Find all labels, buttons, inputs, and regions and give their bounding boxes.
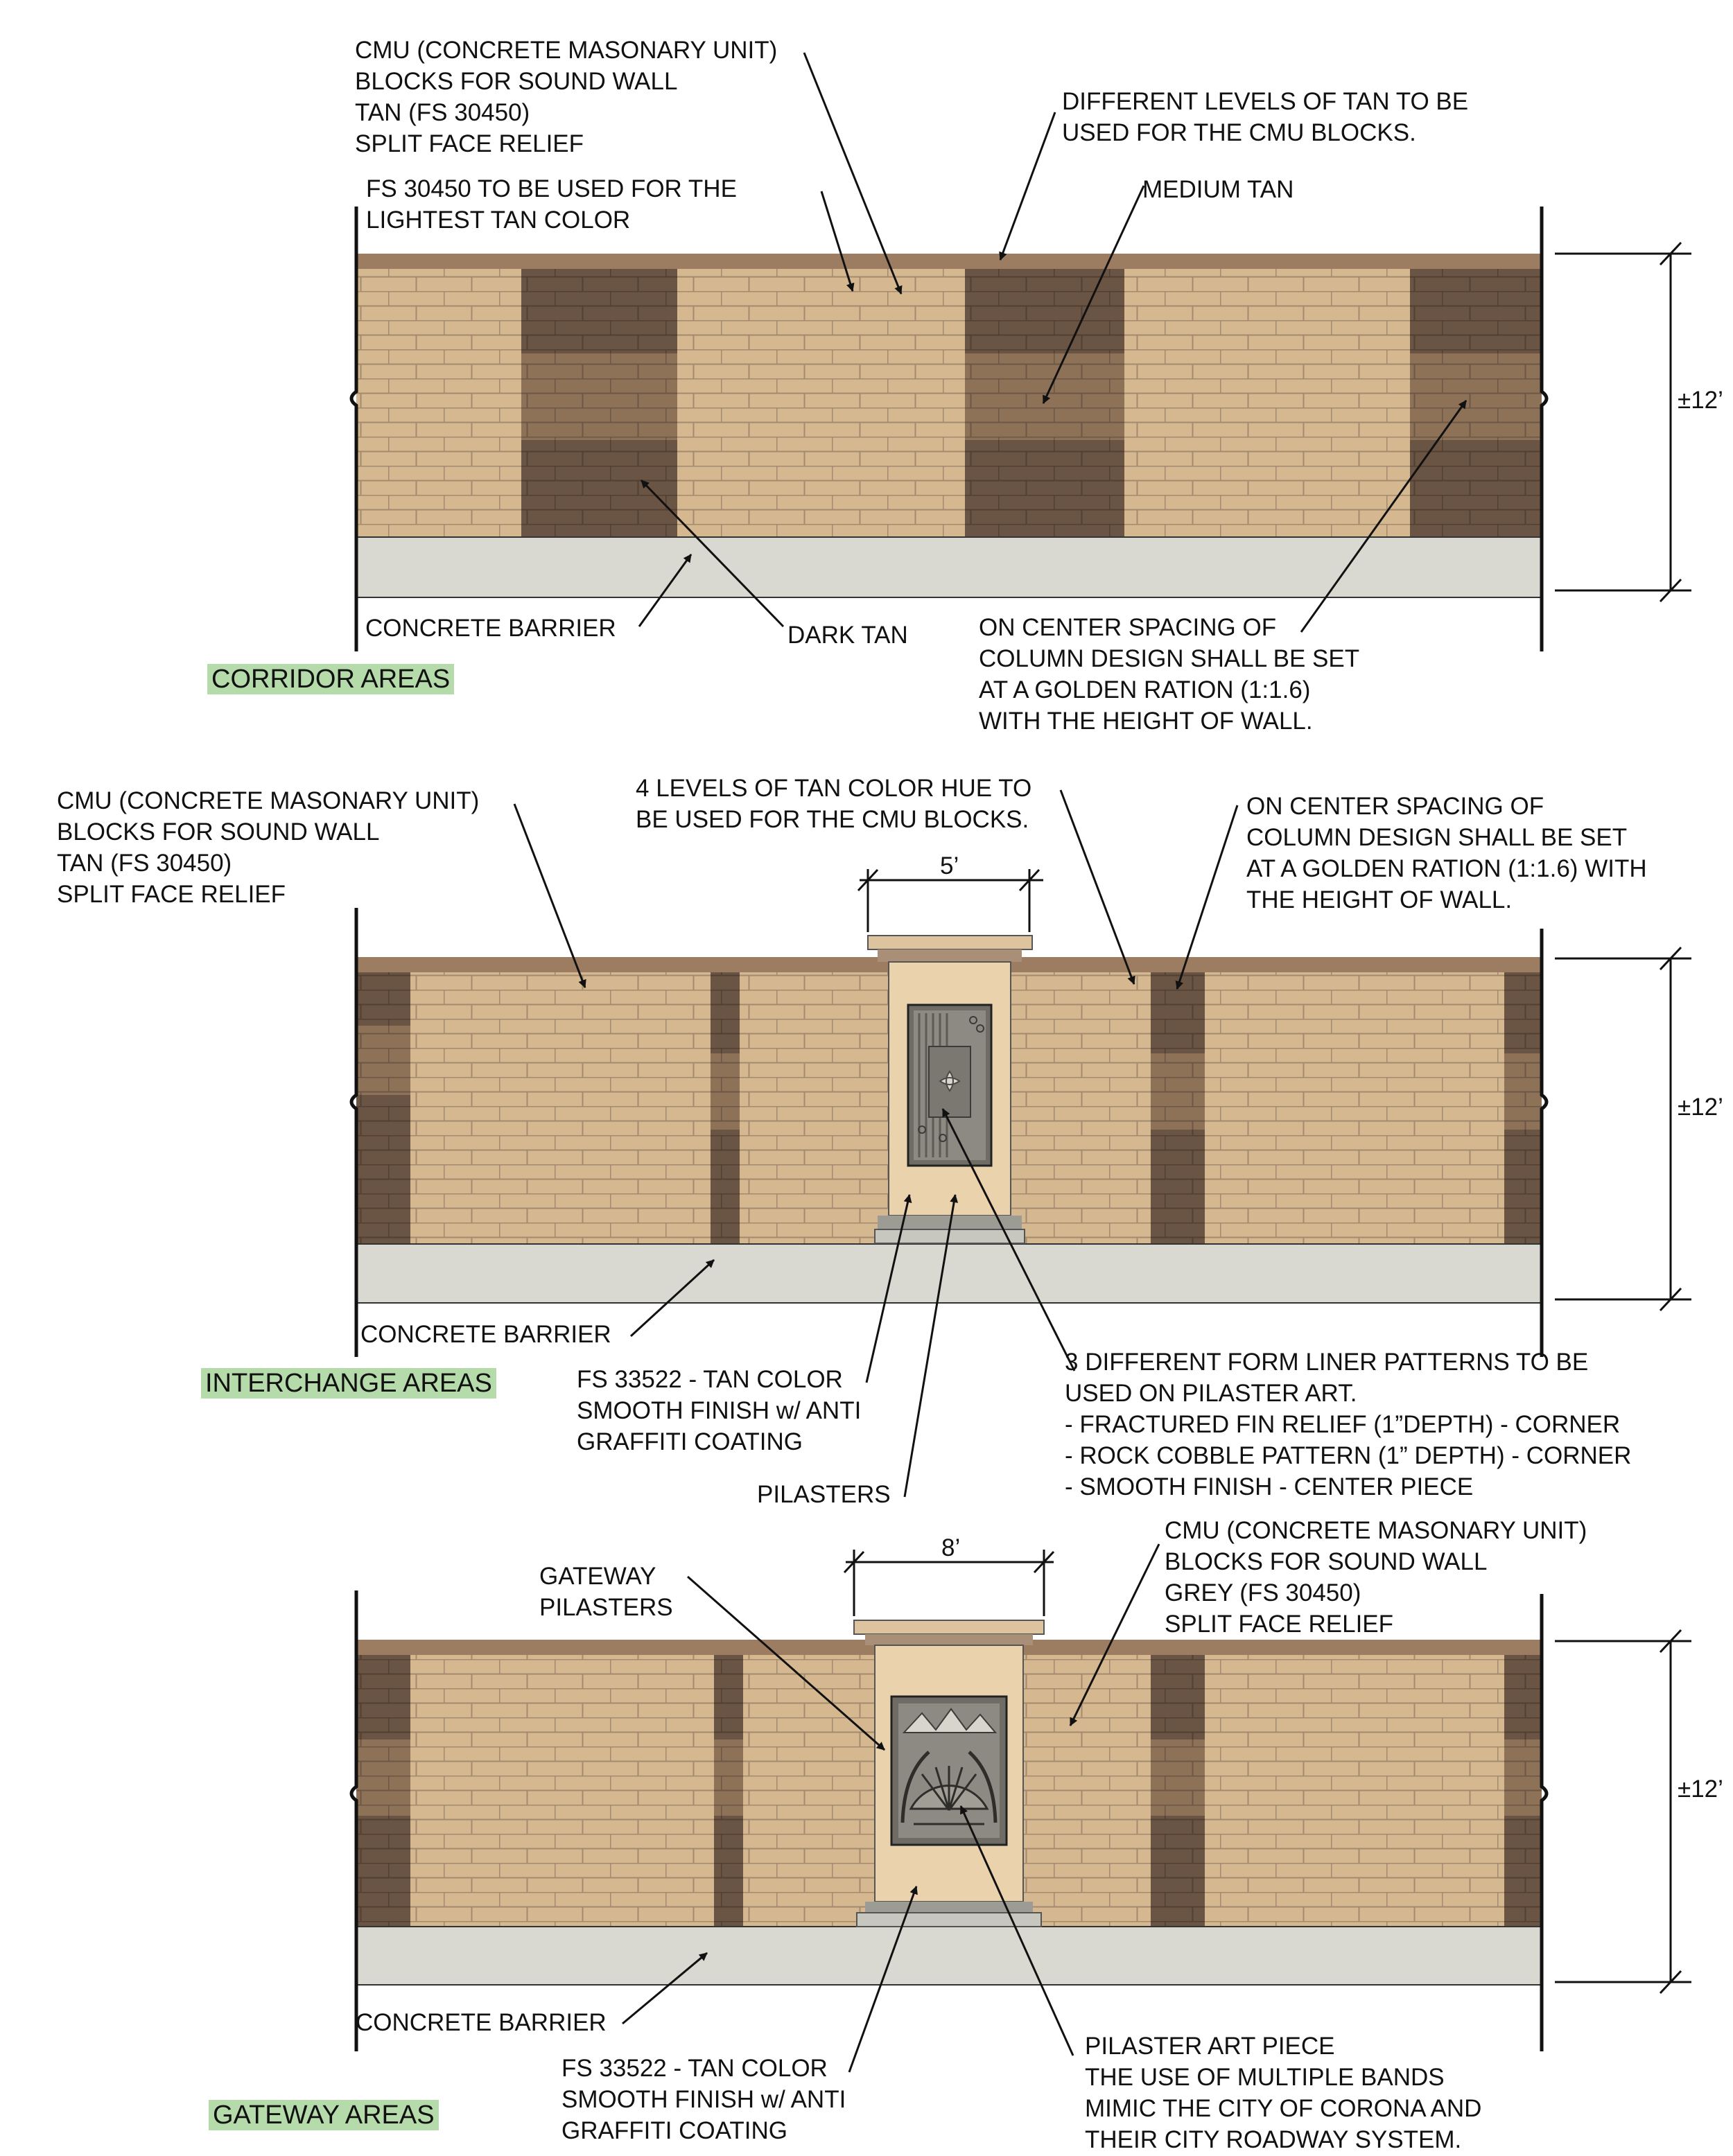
- corridor-height-dimension: [1555, 241, 1691, 603]
- gateway-pilaster-cap: [853, 1620, 1045, 1635]
- corridor-medium-tan-label: MEDIUM TAN: [1142, 176, 1294, 203]
- interchange-form-liner-note: 3 DIFFERENT FORM LINER PATTERNS TO BE US…: [1065, 1349, 1632, 1500]
- corridor-brick-courses: [356, 269, 1542, 537]
- gateway-concrete-barrier: [356, 1926, 1542, 1986]
- interchange-spacing-note: ON CENTER SPACING OF COLUMN DESIGN SHALL…: [1246, 793, 1647, 913]
- gateway-area-label: GATEWAY AREAS: [209, 2100, 439, 2130]
- interchange-width-dimension: [857, 868, 1043, 932]
- corridor-tan-levels-note: DIFFERENT LEVELS OF TAN TO BE USED FOR T…: [1062, 88, 1469, 146]
- gateway-width-dimension-label: 8’: [941, 1534, 961, 1561]
- gateway-art-piece-note: PILASTER ART PIECE THE USE OF MULTIPLE B…: [1085, 2033, 1482, 2153]
- interchange-cmu-note: CMU (CONCRETE MASONARY UNIT) BLOCKS FOR …: [57, 787, 480, 908]
- gateway-pilaster-art-panel: [890, 1695, 1008, 1846]
- interchange-leaders: [513, 789, 1239, 1498]
- interchange-pilaster: [867, 935, 1033, 1244]
- gateway-pilasters-label: GATEWAY PILASTERS: [539, 1563, 673, 1621]
- interchange-pilaster-band: [878, 949, 1022, 962]
- interchange-height-dimension-label: ±12’: [1678, 1094, 1723, 1121]
- gateway-leaders: [622, 1543, 1160, 2073]
- interchange-tan-levels-note: 4 LEVELS OF TAN COLOR HUE TO BE USED FOR…: [636, 775, 1032, 833]
- corridor-break-lines: [349, 207, 1549, 651]
- corridor-concrete-barrier: [356, 536, 1542, 598]
- gateway-pilaster-band: [865, 1634, 1033, 1645]
- interchange-height-dimension: [1555, 946, 1691, 1312]
- flower-motif-icon: [939, 1070, 961, 1092]
- mountain-motif-icon: [902, 1708, 998, 1733]
- corridor-barrier-label: CONCRETE BARRIER: [365, 615, 616, 642]
- interchange-pilaster-cap: [867, 935, 1033, 950]
- interchange-concrete-barrier: [356, 1243, 1542, 1304]
- interchange-area-label: INTERCHANGE AREAS: [201, 1368, 496, 1399]
- gateway-height-dimension-label: ±12’: [1678, 1776, 1723, 1803]
- interchange-pilaster-art-panel: [907, 1003, 993, 1167]
- gateway-pilaster-finish-note: FS 33522 - TAN COLOR SMOOTH FINISH w/ AN…: [561, 2055, 846, 2144]
- gateway-break-lines: [349, 1590, 1549, 2051]
- gateway-cmu-note: CMU (CONCRETE MASONARY UNIT) BLOCKS FOR …: [1165, 1517, 1587, 1638]
- corridor-wall-cap: [356, 254, 1542, 269]
- interchange-break-lines: [349, 908, 1549, 1357]
- interchange-pilaster-finish-note: FS 33522 - TAN COLOR SMOOTH FINISH w/ AN…: [577, 1366, 862, 1455]
- corridor-wall: [356, 254, 1542, 598]
- interchange-width-dimension-label: 5’: [940, 852, 959, 879]
- interchange-pilasters-label: PILASTERS: [757, 1481, 891, 1508]
- corridor-lightest-tan-note: FS 30450 TO BE USED FOR THE LIGHTEST TAN…: [366, 175, 737, 234]
- corridor-height-dimension-label: ±12’: [1678, 387, 1723, 414]
- gateway-height-dimension: [1555, 1629, 1691, 1995]
- gateway-pilaster: [853, 1620, 1045, 1927]
- corridor-area-label: CORRIDOR AREAS: [207, 664, 455, 694]
- gateway-barrier-label: CONCRETE BARRIER: [356, 2009, 607, 2036]
- corridor-dark-tan-label: DARK TAN: [787, 622, 908, 649]
- interchange-barrier-label: CONCRETE BARRIER: [360, 1321, 611, 1348]
- corridor-leaders: [638, 52, 1468, 633]
- corridor-cmu-note: CMU (CONCRETE MASONARY UNIT) BLOCKS FOR …: [355, 37, 778, 157]
- corridor-spacing-note: ON CENTER SPACING OF COLUMN DESIGN SHALL…: [979, 614, 1360, 735]
- gateway-width-dimension: [843, 1550, 1055, 1616]
